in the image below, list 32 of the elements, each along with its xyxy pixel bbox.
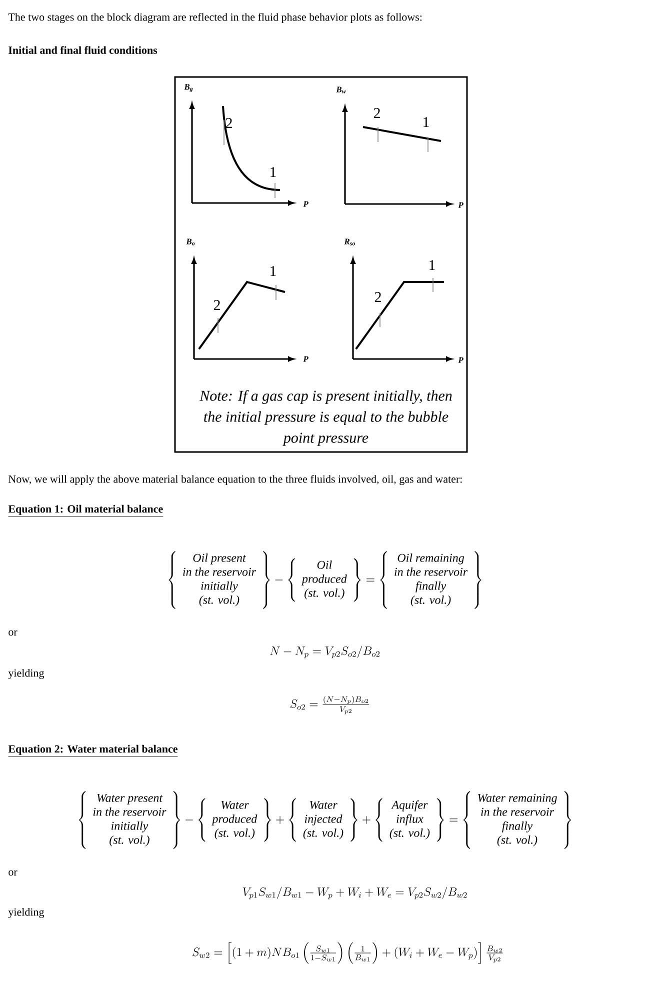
axis-label: P	[303, 201, 308, 207]
axis-label: P	[458, 357, 464, 363]
point-label: 2	[374, 292, 381, 302]
body-text: or	[8, 630, 18, 636]
point-label: 2	[226, 118, 232, 128]
section-heading: Equation 1: Oil material balance	[8, 504, 164, 517]
equation: $V_{p1} S_{w1}/B_{w1} - W_p + W_i + W_e = V_{p2} S_{w2}/B_{w2}$	[242, 886, 467, 900]
equation: $\left\{\begin{array}{c}\textit{Oil present}\\ \textit{in the reservoir}\\ \textit{initially}\\ \textit{(st. vol.)}\end{array}\right\} - \left\{\begin{array}{c}\textit{Oil}\\ \textit{produced}\\ \textit{(st. vol.)}\end{array}\right\} = \left\{\begin{array}{c}\textit{Oil remaining}\\ \textit{in the reservoir}\\ \textit{finally}\\ \textit{(st. vol.)}\end{array}\right\}$	[168, 551, 482, 609]
axis-label: P	[303, 356, 308, 362]
point-label: 1	[270, 266, 276, 276]
axis-label: B$_{w}$	[336, 86, 346, 94]
note-text: Note: If a gas cap is present initially, then the initial pressure is equal to the bubble point pressure	[200, 390, 452, 446]
axis-label: P	[458, 202, 464, 208]
point-label: 1	[430, 260, 435, 270]
point-label: 2	[374, 108, 380, 118]
equation: $N - N_p = V_{p2} S_{o2}/B_{o2}$	[270, 646, 380, 658]
body-text: yielding	[8, 669, 44, 679]
point-label: 1	[270, 167, 276, 177]
point-label: 2	[214, 300, 220, 310]
section-heading: Initial and final fluid conditions	[8, 46, 158, 54]
body-text: yielding	[8, 908, 44, 918]
point-label: 1	[424, 117, 429, 127]
equation: $S_{o2} = \frac{(N - N_p) B_{o2}}{V_{p2}}$	[290, 696, 370, 714]
body-text: Now, we will apply the above material balance equation to the three fluids involved, oil, gas and water:	[8, 474, 462, 486]
axis-label: B$_{g}$	[184, 84, 193, 92]
axis-label: R$_{so}$	[344, 238, 355, 246]
equation: $S_{w2} = \left[(1+m) N B_{o1} \left(\frac{S_{w1}}{1 - S_{w1}}\right) \left(\frac{1}{B_{w1}}\right) + \left(W_i + W_e - W_p\right)\right] \frac{B_{w2}}{V_{p2}}$	[192, 942, 503, 964]
axis-label: B$_{o}$	[186, 238, 195, 246]
body-text: or	[8, 870, 18, 876]
intro-text: The two stages on the block diagram are reflected in the fluid phase behavior plots as follows:	[8, 12, 422, 24]
equation: $\left\{\begin{array}{c}\textit{Water present}\\ \textit{in the reservoir}\\ \textit{initially}\\ \textit{(st. vol.)}\end{array}\right\} - \left\{\begin{array}{c}\textit{Water}\\ \textit{produced}\\ \textit{(st. vol.)}\end{array}\right\} + \left\{\begin{array}{c}\textit{Water}\\ \textit{injected}\\ \textit{(st. vol.)}\end{array}\right\} + \left\{\begin{array}{c}\textit{Aquifer}\\ \textit{influx}\\ \textit{(st. vol.)}\end{array}\right\} = \left\{\begin{array}{c}\textit{Water remaining}\\ \textit{in the reservoir}\\ \textit{finally}\\ \textit{(st. vol.)}\end{array}\right\}$	[79, 791, 571, 849]
section-heading: Equation 2: Water material balance	[8, 744, 178, 757]
